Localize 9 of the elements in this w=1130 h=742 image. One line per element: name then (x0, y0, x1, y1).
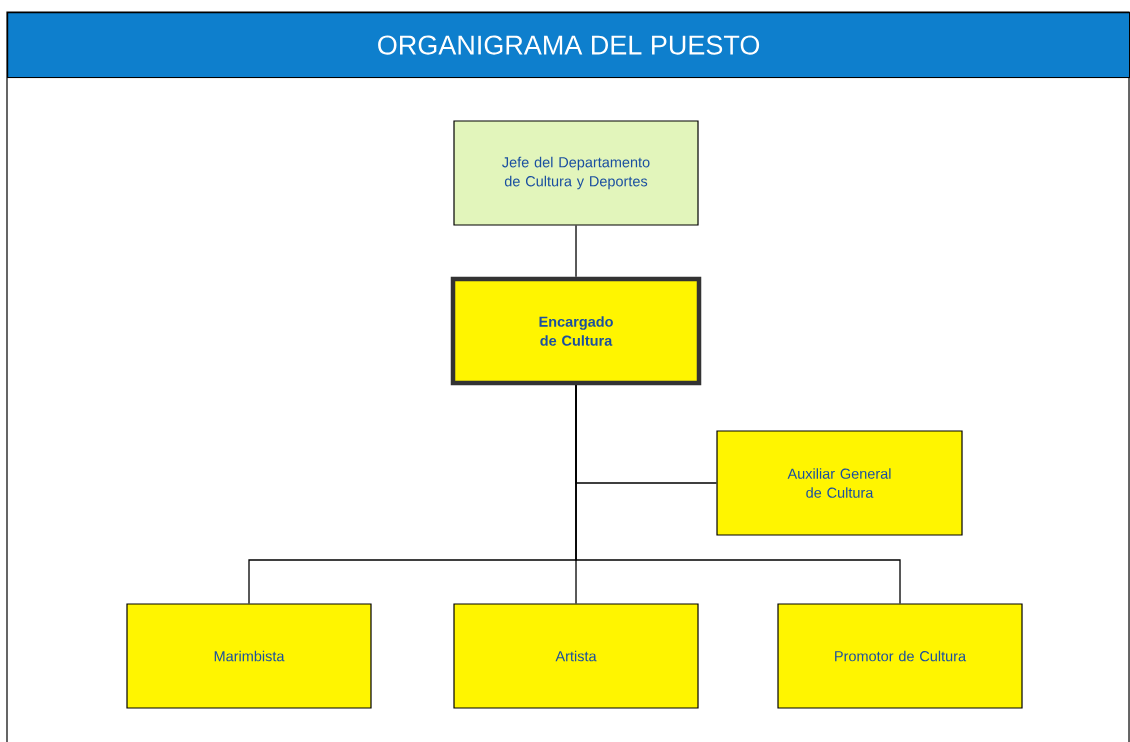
position-box: Promotor de Cultura (777, 603, 1023, 709)
position-box: Artista (453, 603, 699, 709)
connector-line (575, 384, 901, 605)
connector-line (575, 224, 577, 278)
position-box: Jefe del Departamento de Cultura y Deportes (453, 120, 699, 226)
title-bar: ORGANIGRAMA DEL PUESTO (7, 12, 1130, 79)
position-box: Encargado de Cultura (450, 276, 702, 386)
position-box: Marimbista (126, 603, 372, 709)
position-box: Auxiliar General de Cultura (716, 430, 963, 536)
